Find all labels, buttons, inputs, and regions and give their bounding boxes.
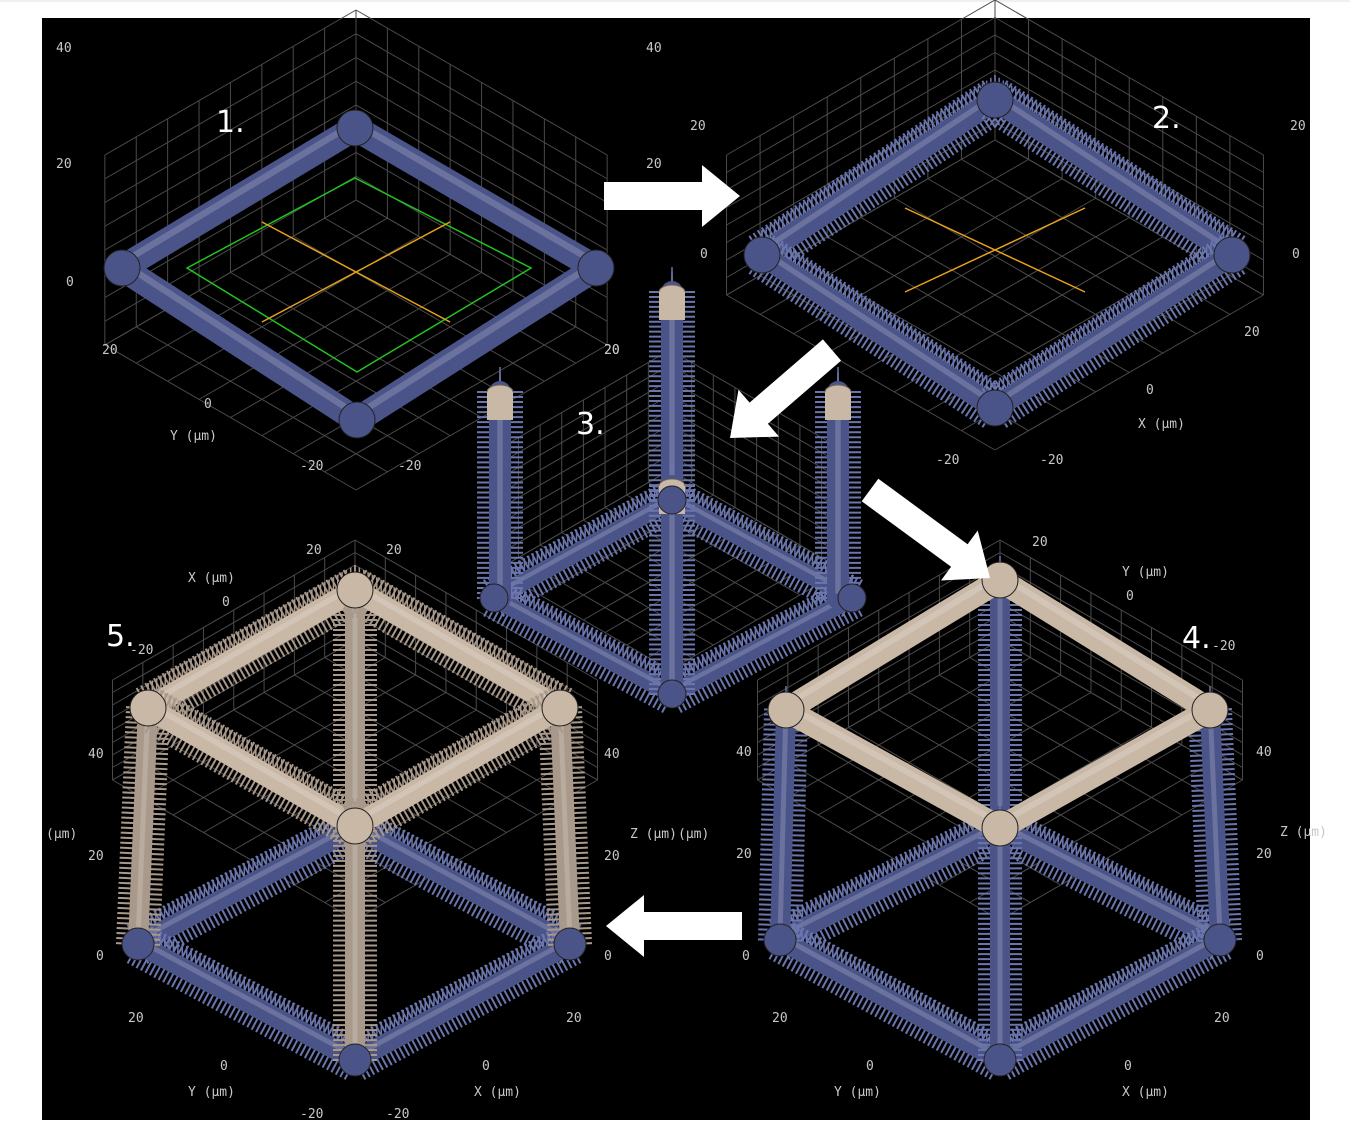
p2-x-axis-title: X (μm) (1138, 418, 1185, 431)
corner-node (658, 486, 686, 514)
p1-y-tick-neg20: -20 (300, 460, 323, 473)
p5-right-z-tick-20: 20 (604, 850, 620, 863)
p4-y2-tick-0: 0 (866, 1060, 874, 1073)
p1-y-tick-0: 0 (204, 398, 212, 411)
corner-node (337, 808, 373, 844)
corner-node (578, 250, 614, 286)
corner-node (658, 680, 686, 708)
pillar-top (487, 392, 513, 420)
corner-node (130, 690, 166, 726)
p5-z-axis-title: (μm) (46, 828, 77, 841)
p5-right-z-tick-40: 40 (604, 748, 620, 761)
p5-x-tick-neg20: -20 (130, 644, 153, 657)
p1-x-tick-neg20: -20 (398, 460, 421, 473)
p1-z-tick-40: 40 (56, 42, 72, 55)
corner-node (542, 690, 578, 726)
p1-z-tick-20: 20 (56, 158, 72, 171)
corner-node (480, 584, 508, 612)
p1-right-z-tick-20: 20 (646, 158, 662, 171)
p5-x2-tick-neg20: -20 (386, 1108, 409, 1121)
corner-node (982, 810, 1018, 846)
p5-right-z-tick-0: 0 (604, 950, 612, 963)
pillar-top (659, 292, 685, 320)
p2-x-tick-0: 0 (1146, 384, 1154, 397)
p4-y2-tick-20: 20 (772, 1012, 788, 1025)
p4-y2-axis-title: Y (μm) (834, 1086, 881, 1099)
p5-x-tick-20a: 20 (306, 544, 322, 557)
corner-node (339, 402, 375, 438)
p5-z-tick-20: 20 (88, 850, 104, 863)
step-label-3: 3. (576, 410, 605, 440)
p4-x-tick-0: 0 (1124, 1060, 1132, 1073)
p5-y-tick-neg20: -20 (300, 1108, 323, 1121)
p4-z-tick-0: 0 (1256, 950, 1264, 963)
p5-x2-axis-title: X (μm) (474, 1086, 521, 1099)
p3-z-tick-20: 20 (604, 344, 620, 357)
corner-node (122, 928, 154, 960)
p4-left-z-tick-20: 20 (736, 848, 752, 861)
p1-right-z-tick-40: 40 (646, 42, 662, 55)
corner-node (977, 390, 1013, 426)
p5-x-tick-0: 0 (222, 596, 230, 609)
corner-node (337, 110, 373, 146)
p5-right-z-axis-title: Z (μm) (630, 828, 677, 841)
p4-x-axis-title: X (μm) (1122, 1086, 1169, 1099)
p4-left-z-tick-0: 0 (742, 950, 750, 963)
p4-y-axis-title: Y (μm) (1122, 566, 1169, 579)
p5-x-tick-20b: 20 (386, 544, 402, 557)
p5-y-axis-title: Y (μm) (188, 1086, 235, 1099)
step-label-1: 1. (216, 108, 245, 138)
p4-left-z-tick-40: 40 (736, 746, 752, 759)
p4-z-tick-40: 40 (1256, 746, 1272, 759)
p2-z-tick-20: 20 (690, 120, 706, 133)
corner-node (1214, 237, 1250, 273)
p2-right-z-tick-0: 0 (1292, 248, 1300, 261)
p5-x2-tick-0: 0 (482, 1060, 490, 1073)
corner-node (104, 250, 140, 286)
p2-z-tick-0: 0 (700, 248, 708, 261)
corner-node (982, 562, 1018, 598)
corner-node (744, 237, 780, 273)
step-label-4: 4. (1182, 624, 1211, 654)
p4-y-tick-neg20: -20 (1212, 640, 1235, 653)
p2-x-tick-neg20: -20 (1040, 454, 1063, 467)
p5-right-z-axis-title-tail: (μm) (678, 828, 709, 841)
p5-z-tick-0: 0 (96, 950, 104, 963)
p4-x-tick-20: 20 (1214, 1012, 1230, 1025)
p4-y-tick-20: 20 (1032, 536, 1048, 549)
corner-node (977, 82, 1013, 118)
p2-right-z-tick-20: 20 (1290, 120, 1306, 133)
pillar-top (825, 392, 851, 420)
p4-y-tick-0: 0 (1126, 590, 1134, 603)
p5-x2-tick-20: 20 (566, 1012, 582, 1025)
corner-node (554, 928, 586, 960)
p5-y-tick-0: 0 (220, 1060, 228, 1073)
p1-z-tick-0: 0 (66, 276, 74, 289)
p4-z-axis-title: Z (μm) (1280, 826, 1327, 839)
corner-node (337, 572, 373, 608)
p5-y-tick-20: 20 (128, 1012, 144, 1025)
p2-y-tick-neg20: -20 (936, 454, 959, 467)
p1-y-axis-title: Y (μm) (170, 430, 217, 443)
corner-node (1204, 924, 1236, 956)
corner-node (764, 924, 796, 956)
corner-node (768, 692, 804, 728)
corner-node (339, 1044, 371, 1076)
p5-z-tick-40: 40 (88, 748, 104, 761)
p1-y-tick-20: 20 (102, 344, 118, 357)
step-label-2: 2. (1152, 104, 1181, 134)
p5-x-axis-title: X (μm) (188, 572, 235, 585)
p4-z-tick-20: 20 (1256, 848, 1272, 861)
corner-node (984, 1044, 1016, 1076)
corner-node (1192, 692, 1228, 728)
p2-x-tick-20: 20 (1244, 326, 1260, 339)
corner-node (838, 584, 866, 612)
